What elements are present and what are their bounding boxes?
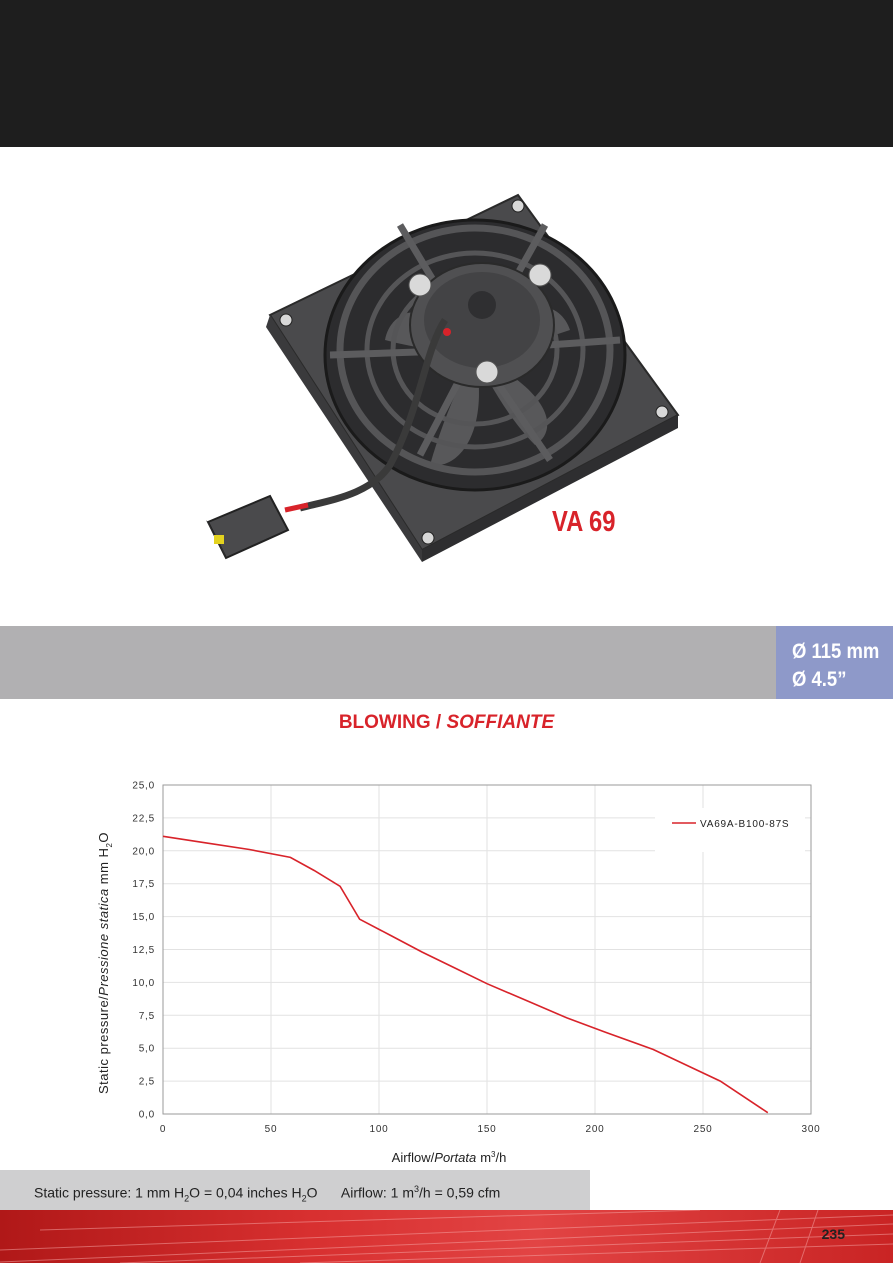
plot-frame bbox=[162, 784, 812, 1115]
x-tick-label: 100 bbox=[369, 1124, 388, 1135]
fan-product-image bbox=[206, 193, 680, 562]
y-tick-label: 15,0 bbox=[132, 912, 155, 923]
y-tick-label: 12,5 bbox=[132, 945, 155, 956]
legend-label: VA69A-B100-87S bbox=[700, 819, 789, 830]
x-tick-label: 200 bbox=[585, 1124, 604, 1135]
footnote-box bbox=[0, 1170, 590, 1210]
diameter-mm: Ø 115 mm bbox=[792, 640, 880, 663]
y-tick-label: 0,0 bbox=[139, 1110, 155, 1121]
x-tick-label: 300 bbox=[801, 1124, 820, 1135]
bottom-stripes bbox=[0, 1210, 893, 1263]
chart-heading-italic: SOFFIANTE bbox=[446, 712, 555, 733]
y-tick-label: 25,0 bbox=[132, 781, 155, 792]
legend-box bbox=[655, 808, 805, 852]
connector-icon bbox=[206, 494, 290, 560]
y-tick-label: 17,5 bbox=[132, 879, 155, 890]
series-line bbox=[162, 835, 769, 1114]
y-tick-label: 5,0 bbox=[139, 1044, 155, 1055]
chart-heading-main: BLOWING / bbox=[338, 712, 447, 733]
page-number: 235 bbox=[821, 1226, 845, 1242]
y-tick-label: 7,5 bbox=[139, 1011, 155, 1022]
y-tick-label: 2,5 bbox=[139, 1077, 155, 1088]
legend: VA69A-B100-87S bbox=[655, 808, 805, 852]
model-name: VA 69 bbox=[552, 506, 616, 538]
unit-conversion-note: Static pressure: 1 mm H2O = 0,04 inches … bbox=[34, 1184, 501, 1204]
grey-band bbox=[0, 626, 776, 699]
pressure-airflow-chart: 0,0 2,5 5,0 7,5 10,0 12,5 15,0 17,5 20,0 22,5 25,0… bbox=[96, 781, 820, 1166]
y-tick-label: 20,0 bbox=[132, 846, 155, 857]
x-tick-label: 250 bbox=[693, 1124, 712, 1135]
top-header-bar bbox=[0, 0, 893, 147]
x-tick-label: 0 bbox=[160, 1124, 166, 1135]
x-tick-label: 150 bbox=[477, 1124, 496, 1135]
x-tick-labels: 0 50 100 150 200 250 300 bbox=[160, 1124, 820, 1135]
y-tick-label: 10,0 bbox=[132, 978, 155, 989]
y-tick-label: 22,5 bbox=[132, 813, 155, 824]
y-tick-labels: 0,0 2,5 5,0 7,5 10,0 12,5 15,0 17,5 20,0 22,5 25,0 bbox=[132, 781, 155, 1121]
bottom-decorative-bar bbox=[0, 1210, 893, 1263]
chart-heading: BLOWING / SOFFIANTE bbox=[0, 712, 893, 734]
x-tick-label: 50 bbox=[265, 1124, 278, 1135]
diameter-box: Ø 115 mm Ø 4.5” bbox=[776, 626, 893, 699]
diameter-inch: Ø 4.5” bbox=[792, 668, 847, 691]
y-axis-label: Static pressure/Pressione staticamm H2O bbox=[96, 832, 114, 1094]
